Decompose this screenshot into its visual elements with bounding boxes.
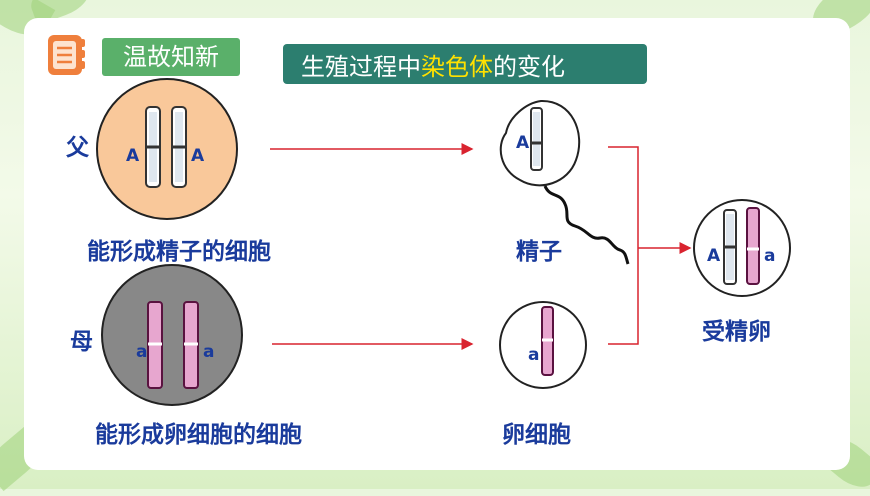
chromosome bbox=[723, 209, 737, 285]
section-tag: 温故知新 bbox=[102, 38, 240, 76]
father-cell-label: 能形成精子的细胞 bbox=[87, 239, 271, 265]
chromosome bbox=[746, 207, 760, 285]
title-highlight: 染色体 bbox=[421, 53, 493, 81]
chromosome bbox=[171, 106, 187, 188]
sperm-label: 精子 bbox=[516, 239, 562, 265]
gene-label: A bbox=[516, 133, 530, 153]
zygote-cell bbox=[693, 199, 791, 297]
chromosome bbox=[541, 306, 554, 376]
chromosome bbox=[145, 106, 161, 188]
converging-line bbox=[608, 146, 639, 345]
father-cell bbox=[96, 78, 238, 220]
mother-cell bbox=[101, 264, 243, 406]
gene-label: A bbox=[191, 146, 205, 166]
mother-cell-label: 能形成卵细胞的细胞 bbox=[95, 422, 302, 448]
sperm-tail bbox=[543, 185, 630, 265]
notebook-icon bbox=[48, 35, 85, 75]
title-part: 生殖过程中 bbox=[301, 53, 421, 81]
title-part: 的变化 bbox=[493, 53, 565, 81]
chromosome bbox=[183, 301, 199, 389]
chromosome bbox=[530, 107, 543, 171]
egg-label: 卵细胞 bbox=[502, 422, 571, 448]
gene-label: a bbox=[764, 246, 776, 266]
gene-label: a bbox=[203, 342, 215, 362]
zygote-label: 受精卵 bbox=[702, 319, 771, 345]
father-label: 父 bbox=[66, 135, 89, 161]
gene-label: A bbox=[126, 146, 140, 166]
diagram-title: 生殖过程中染色体的变化 bbox=[283, 44, 647, 84]
gene-label: A bbox=[707, 246, 721, 266]
mother-label: 母 bbox=[70, 329, 93, 355]
chromosome bbox=[147, 301, 163, 389]
gene-label: a bbox=[136, 342, 148, 362]
gene-label: a bbox=[528, 345, 540, 365]
